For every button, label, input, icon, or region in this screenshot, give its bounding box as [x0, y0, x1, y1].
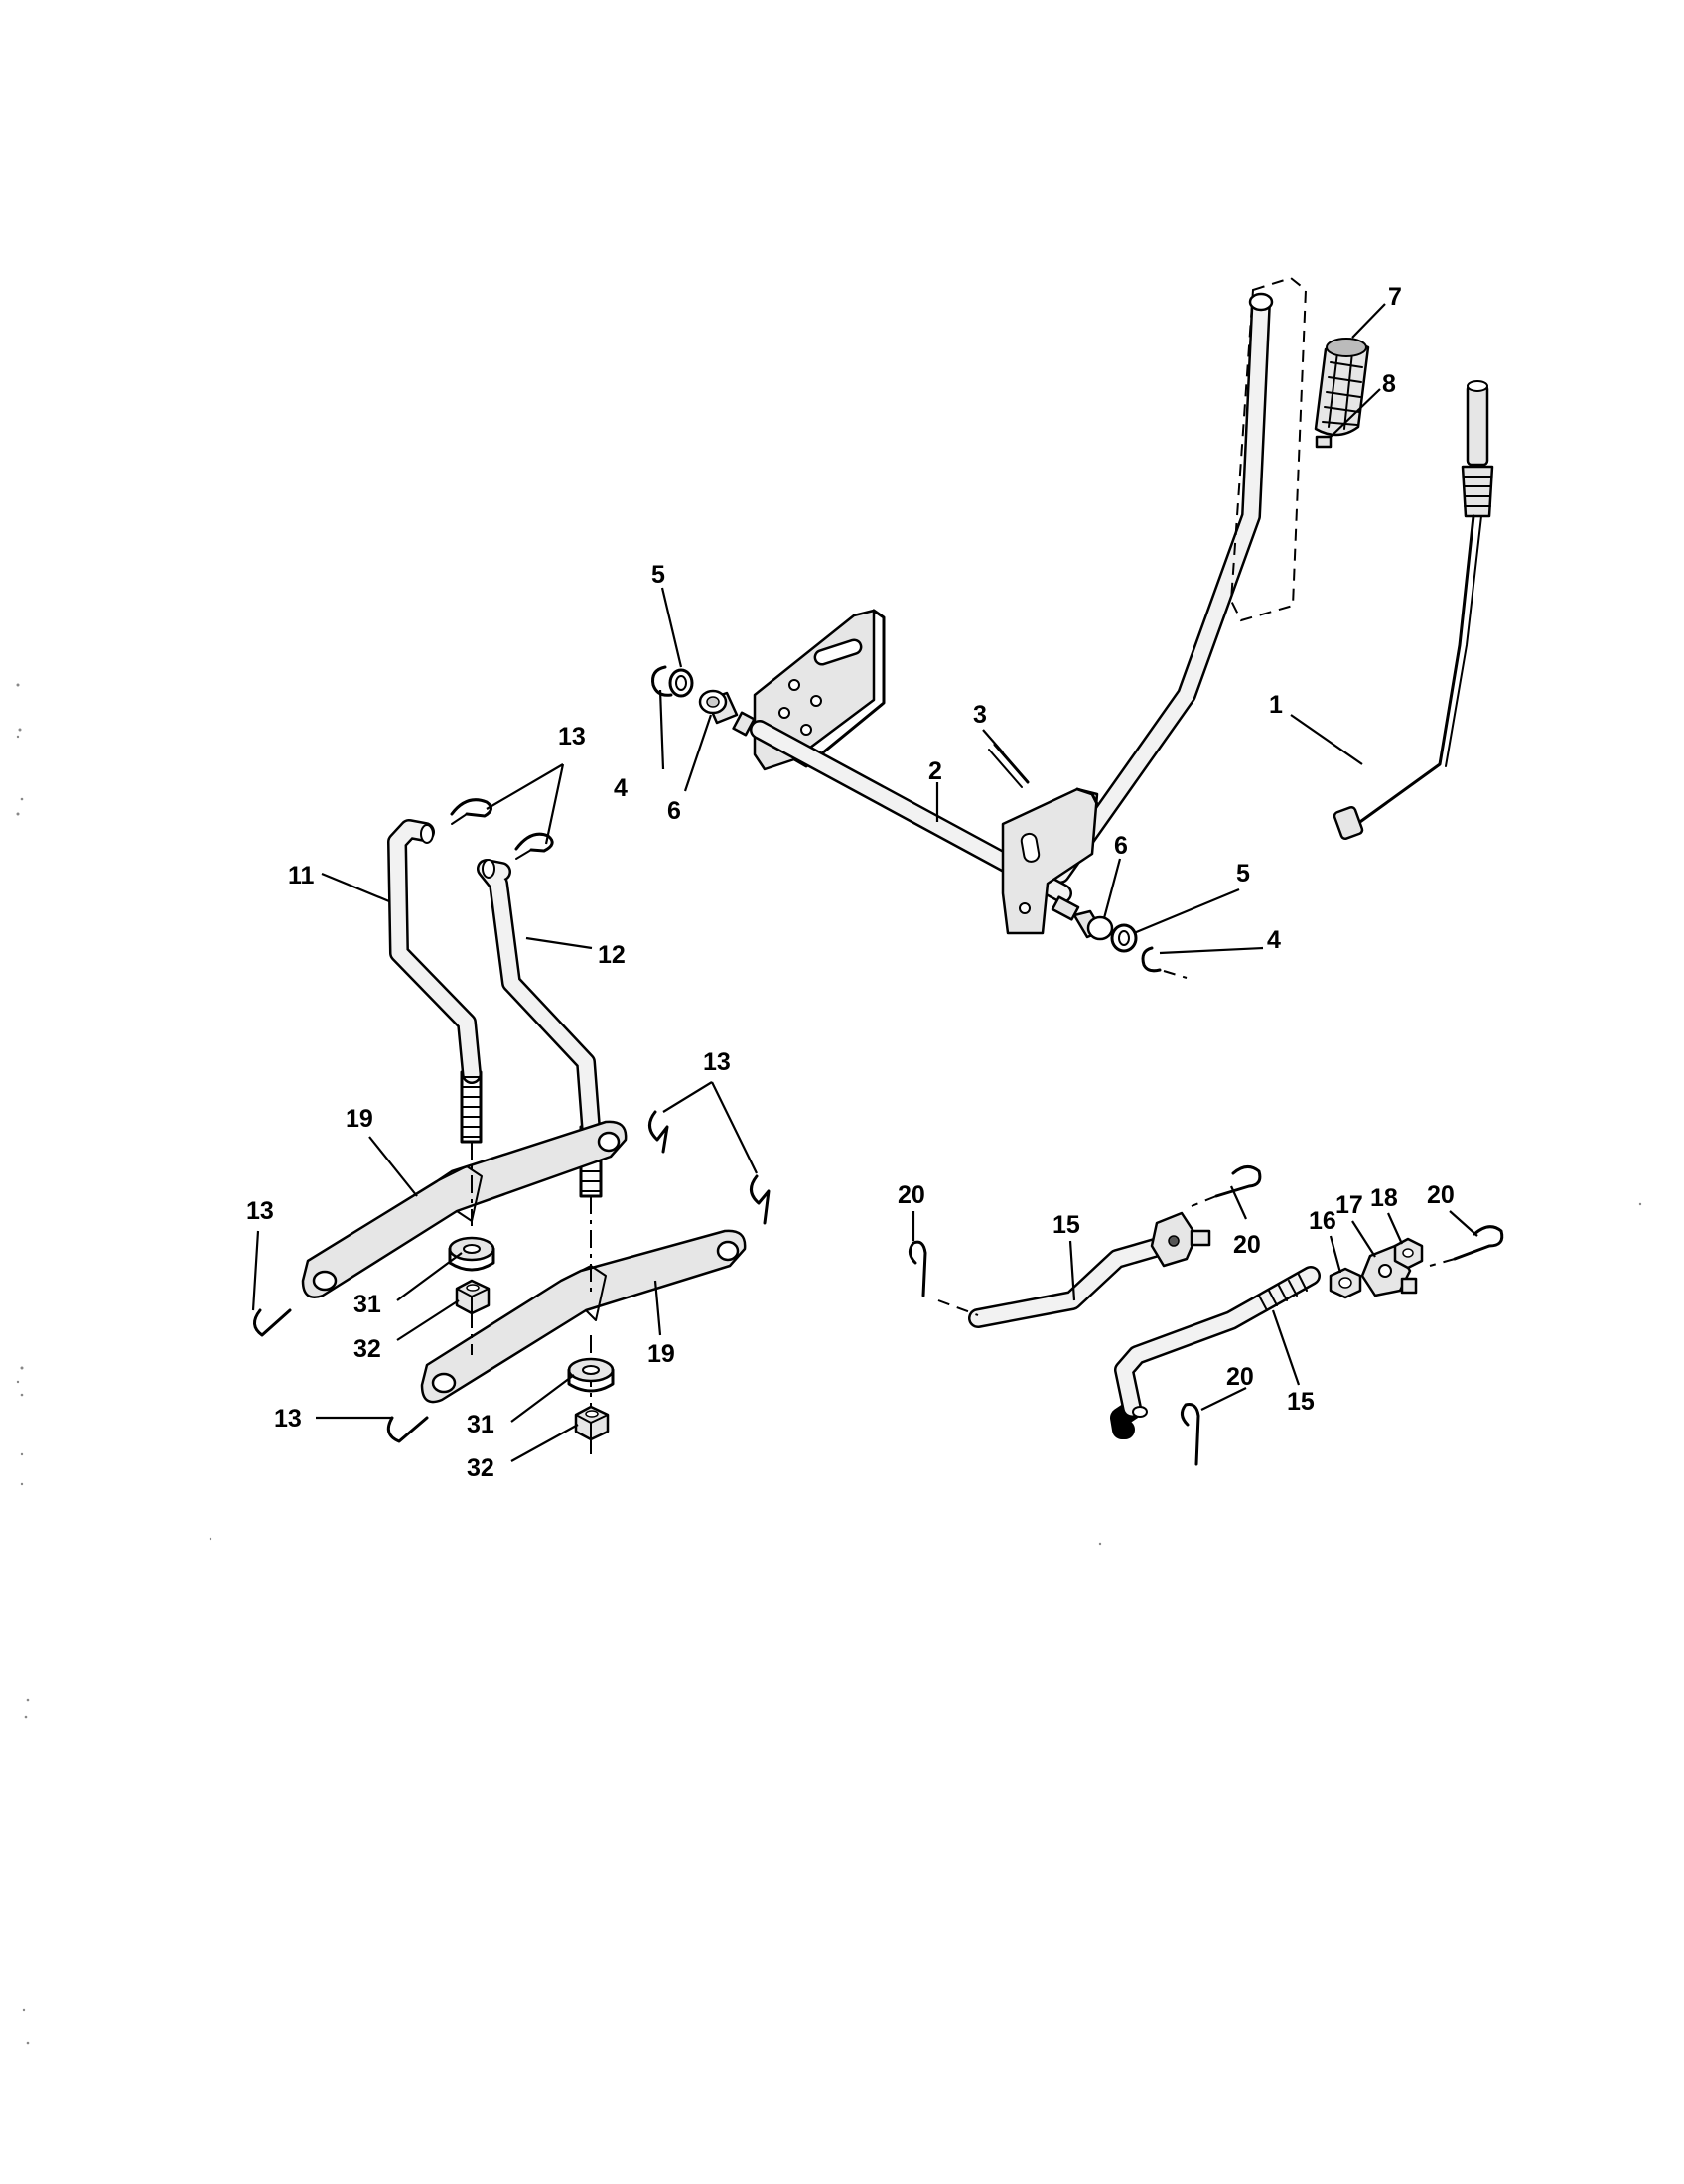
- lift-handle: [1051, 276, 1308, 884]
- hairpin-clip-arm-right: [750, 1174, 771, 1225]
- hex-nut: [1329, 1267, 1362, 1299]
- callout-32-upper: 32: [353, 1335, 381, 1363]
- adjustment-rod-upper: [937, 1211, 1211, 1328]
- callout-3: 3: [973, 701, 987, 729]
- callout-5-left: 5: [651, 561, 665, 589]
- bushing-right: [1072, 909, 1114, 941]
- handle-grip: [1314, 338, 1370, 437]
- callout-15-lower: 15: [1287, 1388, 1315, 1416]
- callout-18: 18: [1370, 1184, 1398, 1212]
- bushing-left: [698, 689, 739, 725]
- callout-13-lower: 13: [274, 1405, 302, 1433]
- callout-6-right: 6: [1114, 832, 1128, 860]
- hairpin-clip-arm-lower: [386, 1416, 429, 1443]
- hairpin-clip-20-d: [1181, 1403, 1200, 1466]
- scan-specks: [16, 683, 1642, 2045]
- nut-32-upper: [455, 1279, 491, 1315]
- hairpin-clip-20-c: [1429, 1225, 1504, 1267]
- callout-20-b: 20: [1233, 1231, 1261, 1259]
- callout-11: 11: [288, 862, 315, 889]
- washer-31-upper: [448, 1236, 495, 1272]
- callout-13-right: 13: [703, 1048, 731, 1076]
- callout-19-lower: 19: [647, 1340, 675, 1368]
- washer-left: [668, 668, 694, 698]
- callout-1: 1: [1269, 691, 1283, 719]
- retaining-ring-right: [1141, 946, 1188, 979]
- hairpin-clip-20-b: [1191, 1165, 1262, 1207]
- callout-8: 8: [1382, 370, 1396, 398]
- callout-13-upper: 13: [558, 723, 586, 751]
- leader-lines: [251, 303, 1478, 1462]
- pivot-bracket: [1001, 787, 1099, 935]
- callout-31-lower: 31: [467, 1411, 494, 1438]
- callout-17: 17: [1335, 1191, 1363, 1219]
- hairpin-clip-upper-a: [450, 798, 492, 825]
- hairpin-clip-20-a: [909, 1240, 927, 1297]
- washer-right: [1110, 923, 1138, 953]
- washer-31-lower: [567, 1357, 615, 1393]
- callout-15-upper: 15: [1052, 1211, 1080, 1239]
- adjustment-rod-lower: [1110, 1266, 1321, 1439]
- mounting-bracket: [753, 609, 886, 771]
- callout-4-right: 4: [1267, 926, 1281, 954]
- lift-arm-lower: [420, 1229, 747, 1404]
- callout-13-left: 13: [246, 1197, 274, 1225]
- grip-nut: [1315, 435, 1333, 449]
- callout-20-d: 20: [1226, 1363, 1254, 1391]
- nut-32-lower: [574, 1405, 610, 1441]
- callout-2: 2: [928, 757, 942, 785]
- lock-nut: [1393, 1237, 1424, 1270]
- callout-7: 7: [1388, 283, 1402, 311]
- callout-20-c: 20: [1427, 1181, 1455, 1209]
- callout-5-right: 5: [1236, 860, 1250, 887]
- callout-6-left: 6: [667, 797, 681, 825]
- callout-12: 12: [598, 941, 626, 969]
- callout-16: 16: [1309, 1207, 1336, 1235]
- lift-cable: [1333, 380, 1494, 841]
- callout-32-lower: 32: [467, 1454, 494, 1482]
- callout-19-upper: 19: [346, 1105, 373, 1133]
- roll-pin: [988, 743, 1030, 788]
- callout-31-upper: 31: [353, 1291, 381, 1318]
- retaining-ring-left: [651, 665, 673, 697]
- callouts: 7 8 1 3 2 5 4 6 6 5 4 13 11 12 13 19 13 …: [246, 283, 1455, 1482]
- callout-4-left: 4: [614, 774, 628, 802]
- lift-arm-upper: [301, 1120, 628, 1298]
- lift-link-11: [387, 819, 483, 1144]
- callout-20-a: 20: [898, 1181, 925, 1209]
- hairpin-clip-arm-left: [253, 1308, 292, 1337]
- hairpin-clip-arm-upper-right: [648, 1110, 669, 1154]
